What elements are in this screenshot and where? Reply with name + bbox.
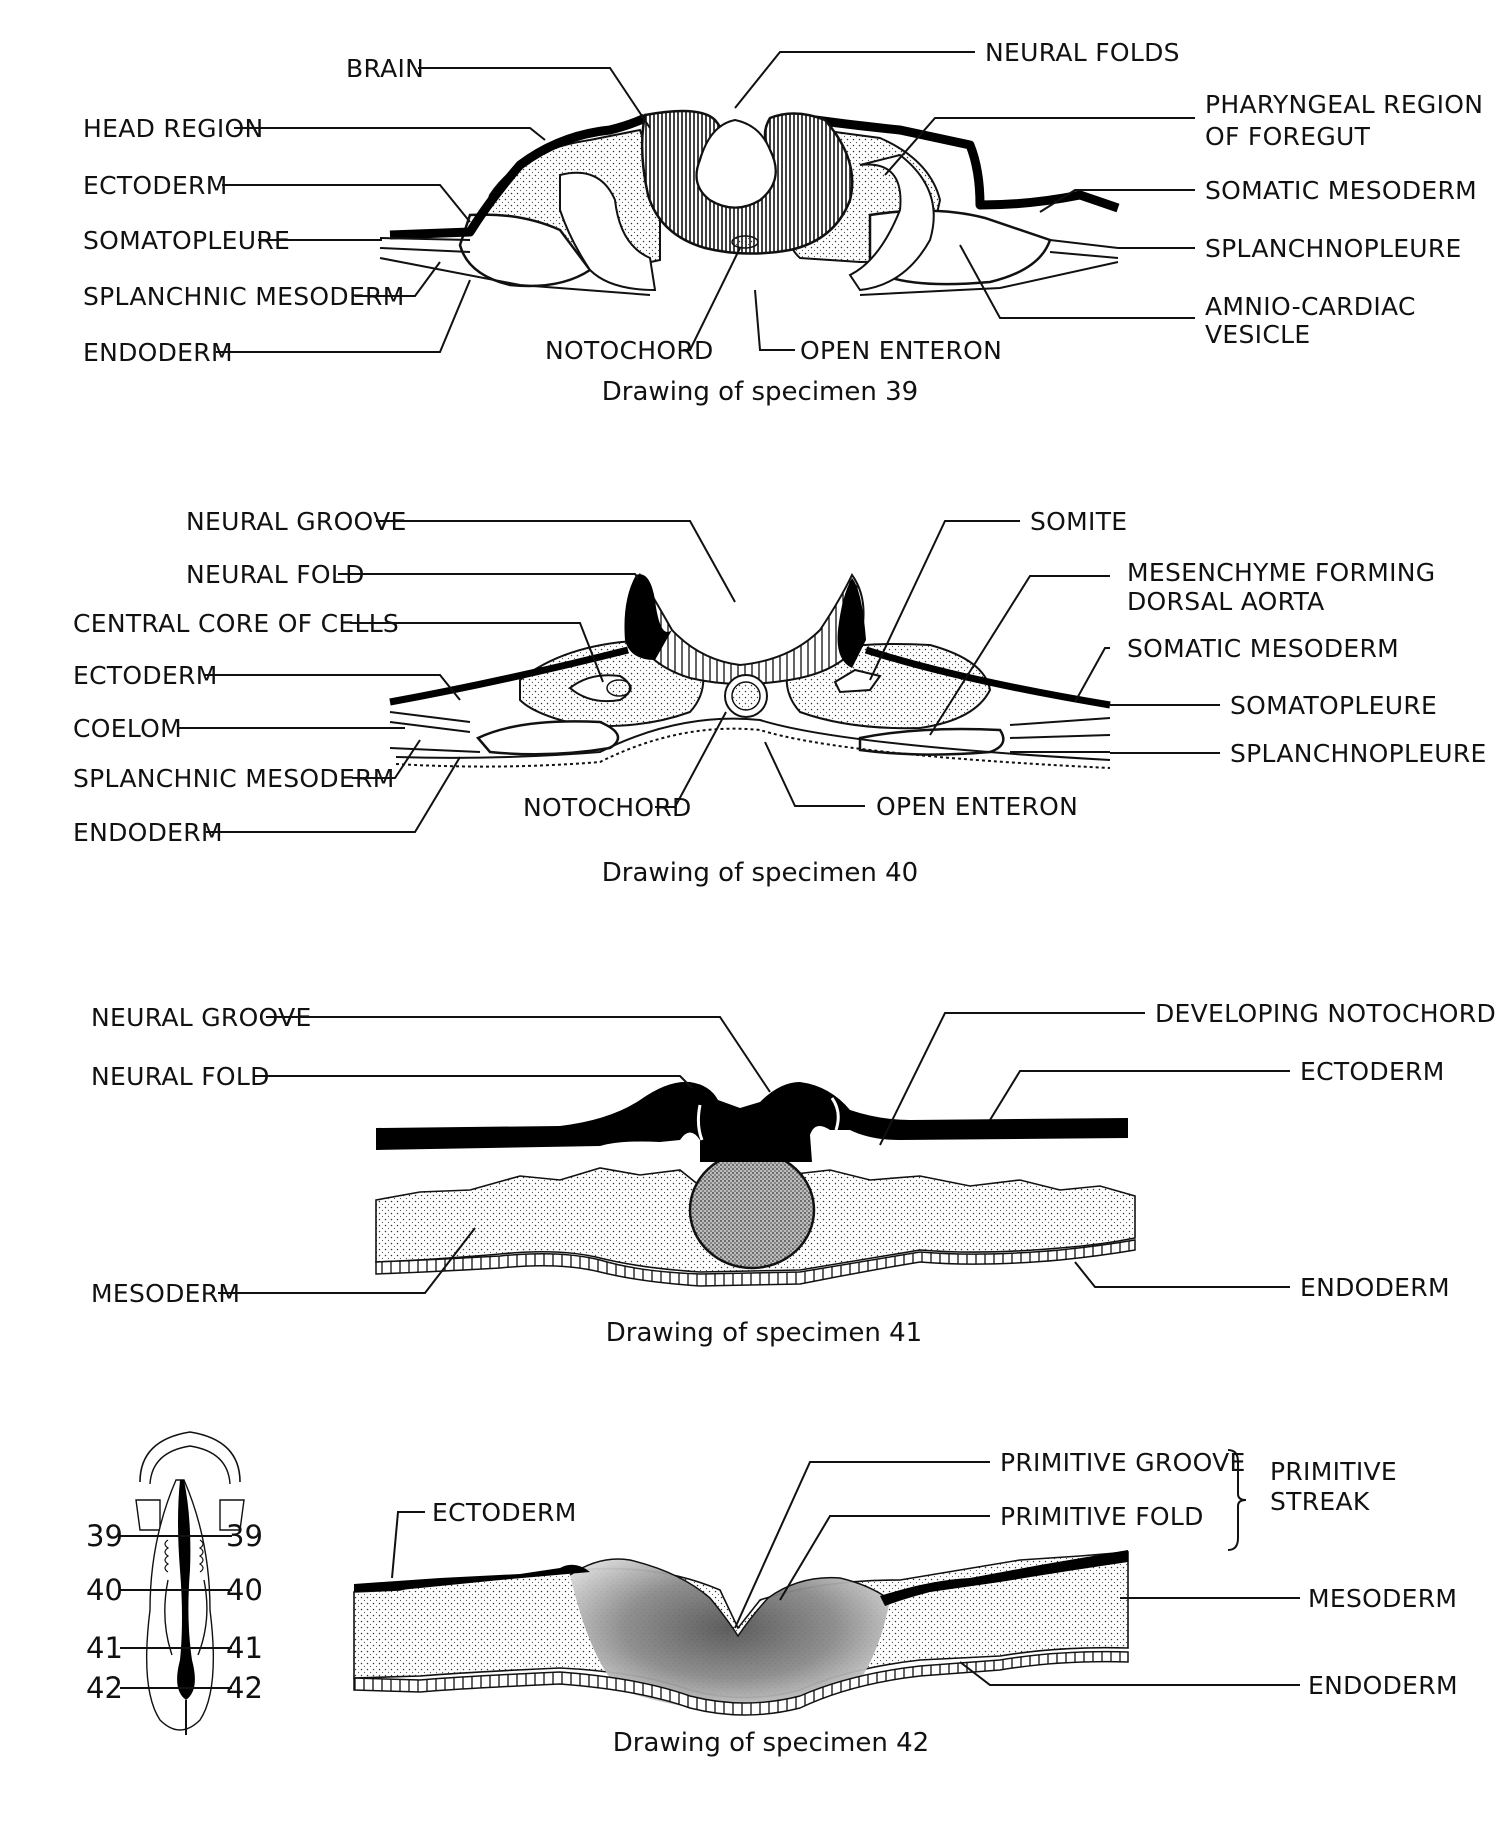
specimen-42-figure: ECTODERM PRIMITIVE GROOVE PRIMITIVE FOLD… bbox=[354, 1448, 1458, 1758]
label-splanchnopleure: SPLANCHNOPLEURE bbox=[1205, 234, 1462, 263]
label-neural-folds: NEURAL FOLDS bbox=[985, 38, 1180, 67]
level-42-left: 42 bbox=[86, 1671, 123, 1705]
specimen-42-drawing bbox=[354, 1550, 1128, 1715]
label-dorsal-aorta: DORSAL AORTA bbox=[1127, 587, 1325, 616]
label-head-region: HEAD REGION bbox=[83, 114, 264, 143]
label-endoderm: ENDODERM bbox=[1308, 1671, 1458, 1700]
label-central-core: CENTRAL CORE OF CELLS bbox=[73, 609, 399, 638]
label-ectoderm: ECTODERM bbox=[73, 661, 218, 690]
level-39-right: 39 bbox=[226, 1519, 263, 1553]
level-42-right: 42 bbox=[226, 1671, 263, 1705]
specimen-39-figure: BRAIN HEAD REGION ECTODERM SOMATOPLEURE … bbox=[83, 38, 1483, 407]
label-notochord: NOTOCHORD bbox=[545, 336, 714, 365]
label-brain: BRAIN bbox=[346, 54, 424, 83]
label-streak: STREAK bbox=[1270, 1487, 1370, 1516]
label-primitive: PRIMITIVE bbox=[1270, 1457, 1397, 1486]
label-notochord: NOTOCHORD bbox=[523, 793, 692, 822]
caption-specimen-40: Drawing of specimen 40 bbox=[602, 858, 918, 888]
label-of-foregut: OF FOREGUT bbox=[1205, 122, 1371, 151]
label-neural-fold: NEURAL FOLD bbox=[186, 560, 365, 589]
label-endoderm: ENDODERM bbox=[73, 818, 223, 847]
label-neural-groove: NEURAL GROOVE bbox=[91, 1003, 312, 1032]
level-41-right: 41 bbox=[226, 1631, 263, 1665]
label-mesoderm: MESODERM bbox=[91, 1279, 240, 1308]
label-amnio-cardiac: AMNIO-CARDIAC bbox=[1205, 292, 1416, 321]
label-somatopleure: SOMATOPLEURE bbox=[1230, 691, 1437, 720]
label-mesoderm: MESODERM bbox=[1308, 1584, 1457, 1613]
specimen-40-drawing bbox=[390, 574, 1110, 768]
label-mesenchyme-forming: MESENCHYME FORMING bbox=[1127, 558, 1435, 587]
label-open-enteron: OPEN ENTERON bbox=[876, 792, 1078, 821]
label-somatic-mesoderm: SOMATIC MESODERM bbox=[1205, 176, 1477, 205]
caption-specimen-42: Drawing of specimen 42 bbox=[613, 1728, 929, 1758]
caption-specimen-41: Drawing of specimen 41 bbox=[606, 1318, 922, 1348]
embryo-key-figure: 39 39 40 40 41 41 42 42 bbox=[86, 1432, 263, 1735]
label-primitive-groove: PRIMITIVE GROOVE bbox=[1000, 1448, 1246, 1477]
label-splanchnic-mesoderm: SPLANCHNIC MESODERM bbox=[73, 764, 395, 793]
label-ectoderm: ECTODERM bbox=[83, 171, 228, 200]
label-neural-groove: NEURAL GROOVE bbox=[186, 507, 407, 536]
label-primitive-fold: PRIMITIVE FOLD bbox=[1000, 1502, 1204, 1531]
label-ectoderm: ECTODERM bbox=[1300, 1057, 1445, 1086]
label-splanchnopleure: SPLANCHNOPLEURE bbox=[1230, 739, 1487, 768]
label-ectoderm: ECTODERM bbox=[432, 1498, 577, 1527]
level-39-left: 39 bbox=[86, 1519, 123, 1553]
caption-specimen-39: Drawing of specimen 39 bbox=[602, 377, 918, 407]
label-somite: SOMITE bbox=[1030, 507, 1127, 536]
label-splanchnic-mesoderm: SPLANCHNIC MESODERM bbox=[83, 282, 405, 311]
specimen-41-figure: NEURAL GROOVE NEURAL FOLD MESODERM DEVEL… bbox=[91, 999, 1496, 1348]
label-coelom: COELOM bbox=[73, 714, 182, 743]
label-pharyngeal-region: PHARYNGEAL REGION bbox=[1205, 90, 1483, 119]
specimen-40-figure: NEURAL GROOVE NEURAL FOLD CENTRAL CORE O… bbox=[73, 507, 1487, 888]
label-somatopleure: SOMATOPLEURE bbox=[83, 226, 290, 255]
specimen-41-drawing bbox=[376, 1082, 1135, 1286]
label-vesicle: VESICLE bbox=[1205, 320, 1310, 349]
level-41-left: 41 bbox=[86, 1631, 123, 1665]
specimen-39-drawing bbox=[380, 111, 1118, 295]
label-endoderm: ENDODERM bbox=[1300, 1273, 1450, 1302]
label-somatic-mesoderm: SOMATIC MESODERM bbox=[1127, 634, 1399, 663]
label-endoderm: ENDODERM bbox=[83, 338, 233, 367]
label-neural-fold: NEURAL FOLD bbox=[91, 1062, 270, 1091]
label-open-enteron: OPEN ENTERON bbox=[800, 336, 1002, 365]
level-40-right: 40 bbox=[226, 1573, 263, 1607]
level-40-left: 40 bbox=[86, 1573, 123, 1607]
label-developing-notochord: DEVELOPING NOTOCHORD bbox=[1155, 999, 1496, 1028]
